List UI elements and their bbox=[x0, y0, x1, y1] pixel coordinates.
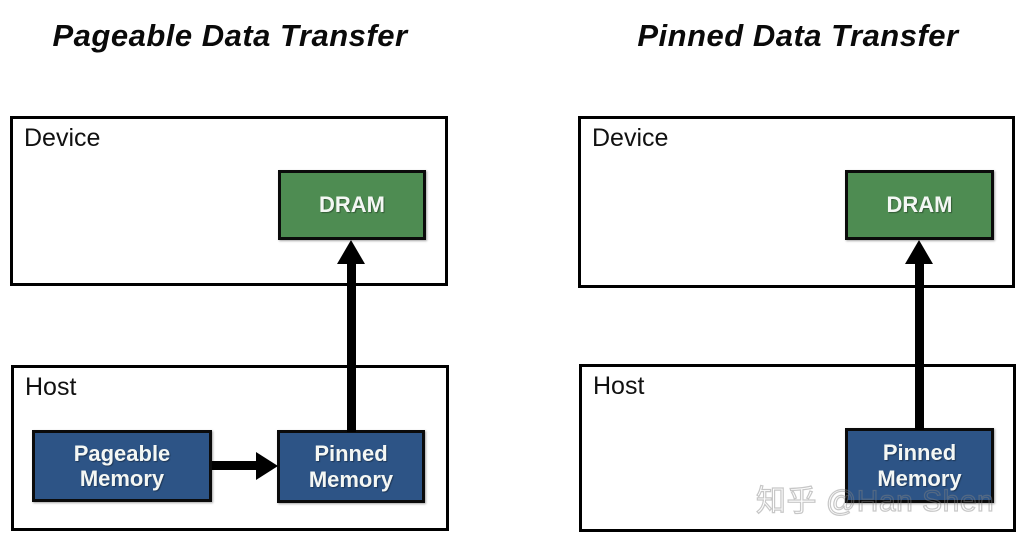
panel-title-pinned: Pinned Data Transfer bbox=[637, 18, 959, 53]
arrow-pinned-to-dram-head-icon-pageable bbox=[337, 240, 365, 264]
device-label-pinned: Device bbox=[592, 124, 669, 152]
arrow-pinned-to-dram-shaft-pageable bbox=[347, 262, 356, 432]
device-container-pinned: Device bbox=[578, 116, 1015, 288]
dram-block-pinned: DRAM bbox=[845, 170, 994, 240]
host-label-pinned: Host bbox=[593, 372, 645, 400]
panel-title-pageable: Pageable Data Transfer bbox=[52, 18, 408, 53]
pinned-memory-line2-pageable: Memory bbox=[308, 466, 394, 492]
pageable-memory-line2: Memory bbox=[79, 466, 165, 491]
pinned-memory-line1-pageable: Pinned bbox=[314, 441, 388, 467]
arrow-pinned-to-dram-head-icon-pinned bbox=[905, 240, 933, 264]
device-label-pageable: Device bbox=[24, 124, 101, 152]
arrow-pageable-to-pinned-head-icon bbox=[256, 452, 278, 480]
arrow-pinned-to-dram-shaft-pinned bbox=[915, 262, 924, 430]
arrow-pageable-to-pinned-shaft bbox=[212, 461, 258, 470]
pageable-memory-line1: Pageable bbox=[73, 440, 171, 466]
pinned-memory-line2-pinned: Memory bbox=[877, 465, 962, 491]
pinned-memory-line1-pinned: Pinned bbox=[882, 440, 957, 466]
host-label-pageable: Host bbox=[25, 373, 77, 401]
dram-block-pageable: DRAM bbox=[278, 170, 426, 240]
